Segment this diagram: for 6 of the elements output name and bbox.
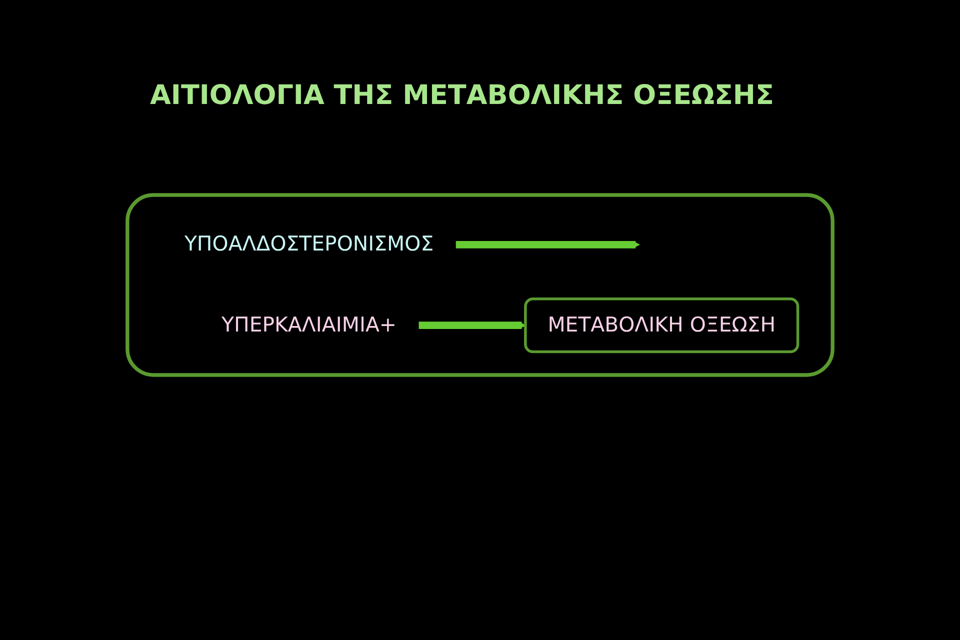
node-text: ΥΠΟΑΛΔΟΣΤΕΡΟΝΙΣΜΟΣ — [184, 233, 434, 256]
arrow — [418, 321, 526, 330]
arrow — [456, 240, 640, 249]
diagram-title: ΑΙΤΙΟΛΟΓΙΑ ΤΗΣ ΜΕΤΑΒΟΛΙΚΗΣ ΟΞΕΩΣΗΣ — [150, 80, 774, 111]
process-box: ΜΕΤΑΒΟΛΙΚΗ ΟΞΕΩΣΗ — [524, 298, 800, 354]
node-text: ΥΠΕΡΚΑΛΙΑΙΜΙΑ+ — [222, 314, 397, 337]
